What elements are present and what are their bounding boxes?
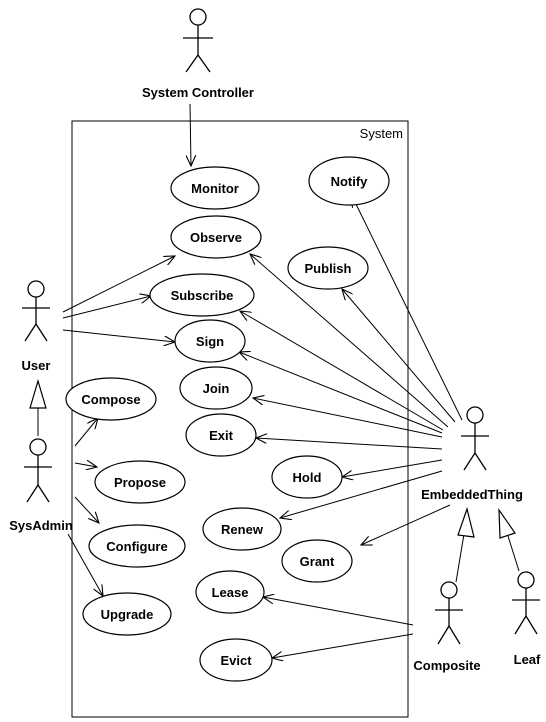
use-case-propose: Propose [94,460,186,504]
assoc-thing-observe [250,254,449,428]
assoc-thing-subscribe [240,311,444,431]
use-case-exit: Exit [185,413,257,457]
assoc-thing-publish [342,289,456,423]
assoc-composite-lease [263,597,414,626]
use-case-label: Configure [106,539,167,554]
use-case-join: Join [179,366,253,410]
system-label: System [360,126,403,141]
use-case-label: Propose [114,475,166,490]
assoc-thing-exit [256,438,443,450]
use-case-label: Hold [293,470,322,485]
use-case-label: Subscribe [171,288,234,303]
actor-figure [461,406,489,471]
use-case-label: Publish [305,261,352,276]
use-case-label: Monitor [191,181,239,196]
actor-figure [183,8,213,73]
use-case-publish: Publish [287,246,369,290]
generalizations [29,378,520,583]
assoc-thing-grant [361,504,451,545]
assoc-sysadmin-compose [74,418,98,447]
use-case-label: Grant [300,554,335,569]
use-case-label: Upgrade [101,607,154,622]
assoc-user-observe [62,256,175,313]
use-case-label: Compose [81,392,140,407]
use-case-observe: Observe [170,215,262,259]
actor-label: SysAdmin [9,518,73,533]
use-case-label: Renew [221,522,264,537]
actor-user: User [22,280,51,373]
use-case-label: Exit [209,428,234,443]
assoc-sysadmin-upgrade [67,533,103,596]
actor-composite: Composite [413,581,481,673]
use-case-evict: Evict [199,638,273,682]
actor-label: EmbeddedThing [421,487,523,502]
use-case-label: Observe [190,230,242,245]
use-case-lease: Lease [195,570,265,614]
assoc-composite-evict [272,633,414,658]
assoc-thing-sign [239,352,443,434]
actor-label: User [22,358,51,373]
generalization-head-thing-leaf [498,507,516,539]
actor-label: Leaf [514,652,541,667]
assoc-thing-renew [280,470,443,518]
actor-leaf: Leaf [512,571,541,667]
actor-figure [22,280,50,342]
use-case-compose: Compose [65,377,157,421]
assoc-thing-join [253,398,443,438]
use-case-label: Join [203,381,230,396]
use-case-grant: Grant [281,539,353,583]
use-case-configure: Configure [88,524,186,568]
use-case-label: Sign [196,334,224,349]
use-case-label: Lease [212,585,249,600]
generalization-head-thing-composite [457,506,475,538]
actor-system-controller: System Controller [142,8,254,100]
actor-embedded-thing: EmbeddedThing [421,406,523,502]
use-case-label: Evict [220,653,252,668]
use-case-notify: Notify [308,156,390,206]
actor-figure [24,438,52,503]
actor-figure [435,581,463,645]
assoc-sysadmin-propose [74,463,97,467]
use-case-renew: Renew [202,507,282,551]
generalization-leaf-thing [507,535,520,572]
actor-label: Composite [413,658,480,673]
generalization-composite-thing [455,533,465,583]
assoc-controller-monitor [190,103,191,166]
actor-sysadmin: SysAdmin [9,438,73,533]
use-case-sign: Sign [174,319,246,363]
generalization-head-user [29,378,47,409]
use-case-upgrade: Upgrade [82,592,172,636]
use-case-hold: Hold [271,455,343,499]
use-case-monitor: Monitor [170,166,260,210]
assoc-thing-hold [342,459,443,477]
assoc-sysadmin-configure [74,496,99,523]
assoc-user-sign [62,329,175,342]
actor-label: System Controller [142,85,254,100]
assoc-user-subscribe [62,296,151,319]
actor-figure [512,571,540,635]
use-case-label: Notify [331,174,369,189]
associations [62,103,463,658]
use-case-subscribe: Subscribe [149,273,255,317]
assoc-thing-notify [352,196,463,421]
